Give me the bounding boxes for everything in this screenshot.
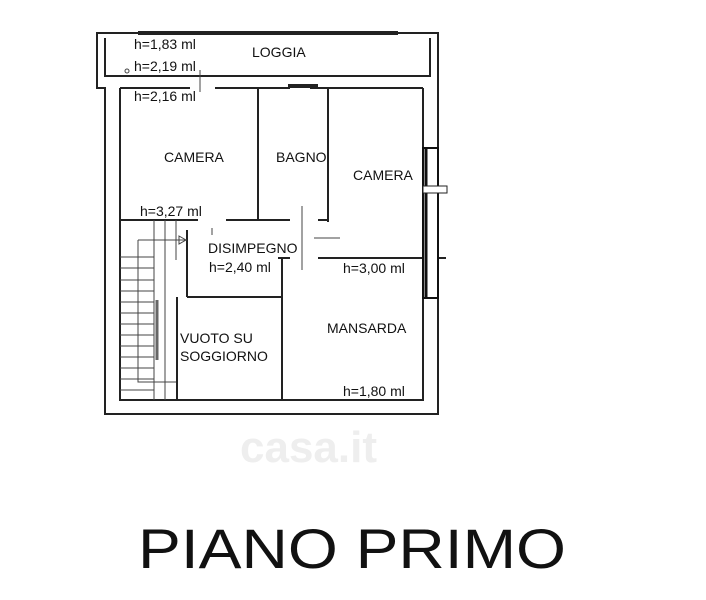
height-label: h=3,00 ml (343, 260, 405, 276)
room-label-mansarda: MANSARDA (327, 320, 407, 336)
plan-title: PIANO PRIMO (138, 517, 566, 580)
staircase (120, 68, 188, 400)
room-label-disimpegno: DISIMPEGNO (208, 240, 298, 256)
height-label: h=2,16 ml (134, 88, 196, 104)
room-label-loggia: LOGGIA (252, 44, 306, 60)
height-label: h=1,83 ml (134, 36, 196, 52)
room-label-vuoto-1: VUOTO SU (180, 330, 253, 346)
height-label: h=2,40 ml (209, 259, 271, 275)
height-label: h=3,27 ml (140, 203, 202, 219)
height-label: h=1,80 ml (343, 383, 405, 399)
watermark: casa.it (240, 423, 377, 472)
room-label-vuoto-2: SOGGIORNO (180, 348, 268, 364)
height-label: h=2,19 ml (134, 58, 196, 74)
walls (96, 31, 448, 415)
room-label-camera-right: CAMERA (353, 167, 414, 183)
room-label-camera-left: CAMERA (164, 149, 225, 165)
room-label-bagno: BAGNO (276, 149, 327, 165)
